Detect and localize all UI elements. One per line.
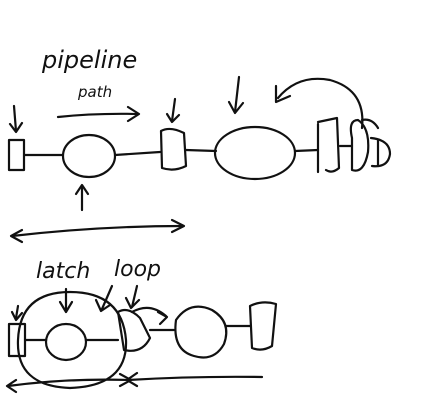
span-arrow-2-left-head <box>5 378 18 394</box>
latch-label: latch <box>36 259 90 284</box>
loopback-arrow-head <box>274 84 292 104</box>
logic-shape-3-top <box>360 118 380 130</box>
latch-arrow-head <box>58 300 74 314</box>
input-arrow-bottom-head <box>10 310 24 322</box>
loopback-arrow <box>276 77 364 130</box>
input-arrow-2-head <box>165 112 181 124</box>
end-gate <box>369 136 392 168</box>
latch-inner-circle <box>44 322 88 362</box>
loop-arrow-2-head <box>124 296 141 310</box>
pipeline-label: pipeline <box>41 46 137 74</box>
path-arrow-head <box>126 105 141 123</box>
span-arrow-3 <box>126 375 264 382</box>
register-box-3 <box>316 116 341 173</box>
wire-3 <box>184 148 218 153</box>
span-arrow-1-right-head <box>170 218 186 234</box>
wire-4 <box>293 148 320 153</box>
path-arrow-shaft <box>56 112 140 119</box>
feedback-arrow-up-head <box>74 183 90 196</box>
input-arrow-3 <box>233 75 241 114</box>
logic-circle-1 <box>61 133 117 179</box>
wire-2 <box>113 150 162 157</box>
loop-arrow-1 <box>100 284 114 311</box>
loop-curve-head <box>156 310 169 326</box>
span-arrow-2 <box>6 378 132 388</box>
logic-shape-3 <box>349 118 370 172</box>
input-arrow-left <box>12 104 18 133</box>
loop-arrow-1-head <box>94 298 112 313</box>
input-arrow-3-head <box>227 100 245 115</box>
register-box-2 <box>159 127 188 171</box>
span-arrow-1 <box>10 224 185 238</box>
register-box-bottom <box>248 301 278 351</box>
span-arrow-3-left-head <box>125 371 139 388</box>
loop-label: loop <box>114 257 161 282</box>
input-arrow-2 <box>170 97 177 123</box>
input-arrow-left-head <box>8 121 24 134</box>
loop-arrow-2 <box>130 284 139 309</box>
input-arrow-bottom <box>14 304 20 320</box>
span-arrow-1-left-head <box>9 228 24 244</box>
path-label: path <box>77 83 112 101</box>
logic-blob-bottom <box>174 305 228 359</box>
logic-ellipse-2 <box>213 125 297 181</box>
loop-register <box>116 308 152 352</box>
stage-box-1 <box>7 138 26 172</box>
